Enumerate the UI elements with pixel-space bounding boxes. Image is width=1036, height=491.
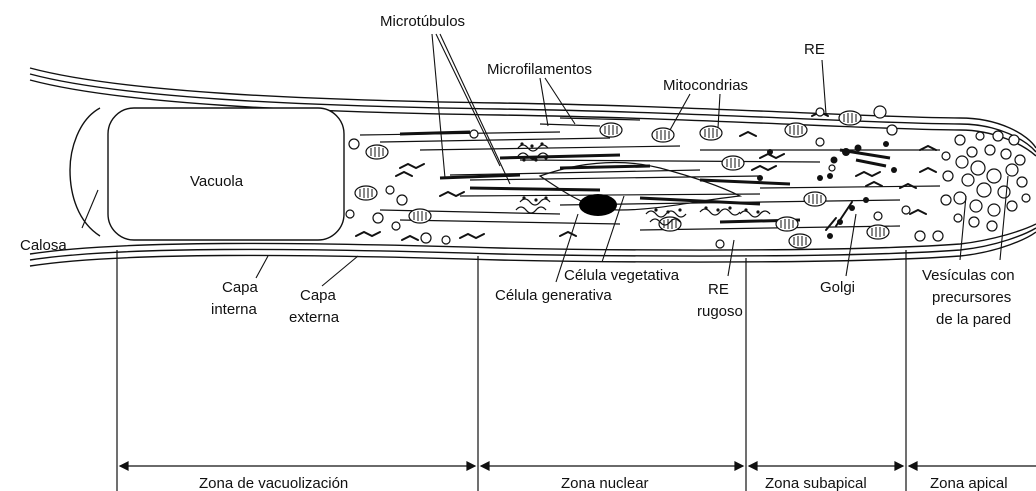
- label-mitocondrias: Mitocondrias: [663, 77, 748, 94]
- label-vacuola: Vacuola: [190, 173, 244, 190]
- zone-label-apical: Zona apical: [930, 475, 1008, 491]
- label-vesiculas-1: Vesículas con: [922, 267, 1015, 284]
- label-golgi: Golgi: [820, 279, 855, 296]
- label-capa-externa-2: externa: [289, 309, 340, 326]
- microfilament-strands: [360, 118, 940, 230]
- zone-label-subapical: Zona subapical: [765, 475, 867, 491]
- callose-plug: [70, 108, 100, 236]
- zone-arrows: [120, 462, 1036, 470]
- label-microfilamentos: Microfilamentos: [487, 61, 592, 78]
- zone-label-vacuolizacion: Zona de vacuolización: [199, 475, 348, 491]
- label-vesiculas-3: de la pared: [936, 311, 1011, 328]
- label-calosa: Calosa: [20, 237, 67, 254]
- label-re-rugoso-2: rugoso: [697, 303, 743, 320]
- label-capa-interna-2: interna: [211, 301, 258, 318]
- label-microtubulos: Microtúbulos: [380, 13, 465, 30]
- label-capa-interna-1: Capa: [222, 279, 259, 296]
- label-celula-generativa: Célula generativa: [495, 287, 612, 304]
- label-re-rugoso-1: RE: [708, 281, 729, 298]
- label-celula-vegetativa: Célula vegetativa: [564, 267, 680, 284]
- label-capa-externa-1: Capa: [300, 287, 337, 304]
- zone-label-nuclear: Zona nuclear: [561, 475, 649, 491]
- label-vesiculas-2: precursores: [932, 289, 1011, 306]
- generative-cell-nucleus: [579, 194, 617, 216]
- label-re: RE: [804, 41, 825, 58]
